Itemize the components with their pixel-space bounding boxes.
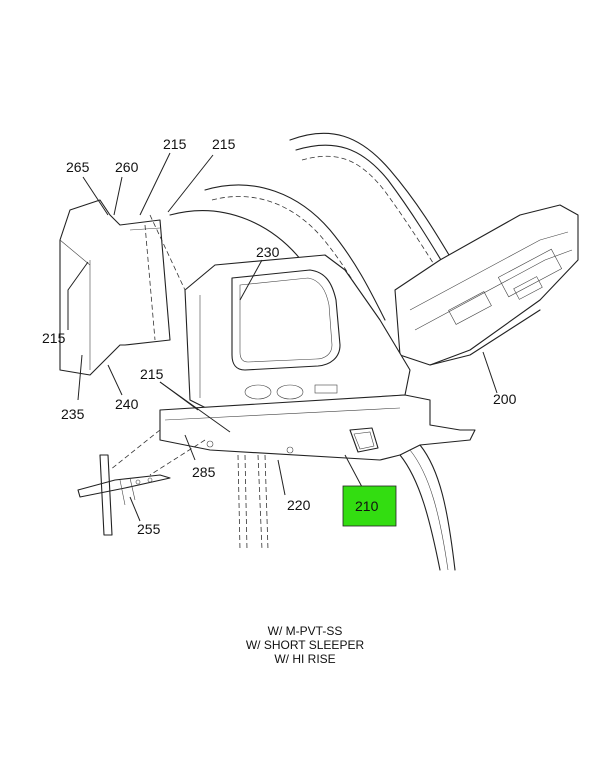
callout-265[interactable]: 265: [66, 159, 90, 175]
callout-260[interactable]: 260: [115, 159, 139, 175]
callout-235[interactable]: 235: [61, 406, 85, 422]
leader-lines: [67, 152, 498, 522]
rear-wall-panel: [184, 254, 411, 411]
callout-255[interactable]: 255: [137, 521, 161, 537]
callout-220[interactable]: 220: [287, 497, 311, 513]
callout-210-highlight: [342, 485, 397, 527]
projection-lines: [109, 214, 206, 476]
note-line-2: W/ SHORT SLEEPER: [245, 638, 365, 652]
callout-215-top-left[interactable]: 215: [163, 136, 187, 152]
callout-285[interactable]: 285: [192, 464, 216, 480]
callout-240[interactable]: 240: [115, 396, 139, 412]
callout-210[interactable]: 210: [355, 498, 379, 514]
note-line-3: W/ HI RISE: [274, 652, 336, 666]
callout-200[interactable]: 200: [493, 391, 517, 407]
note-line-1: W/ M-PVT-SS: [267, 624, 343, 638]
callout-215-top-right[interactable]: 215: [212, 136, 236, 152]
door-pillar: [399, 444, 456, 571]
callout-230[interactable]: 230: [256, 244, 280, 260]
support-posts: [237, 454, 269, 551]
bracket-255: [77, 454, 171, 536]
left-back-panel: [59, 199, 171, 376]
lower-panel-220: [159, 394, 476, 461]
callout-215-mid[interactable]: 215: [140, 366, 164, 382]
overhead-console-200: [394, 204, 579, 366]
callout-labels: 265 260 215 215 230 215 240 235 215 285 …: [42, 136, 517, 537]
callout-215-left[interactable]: 215: [42, 330, 66, 346]
